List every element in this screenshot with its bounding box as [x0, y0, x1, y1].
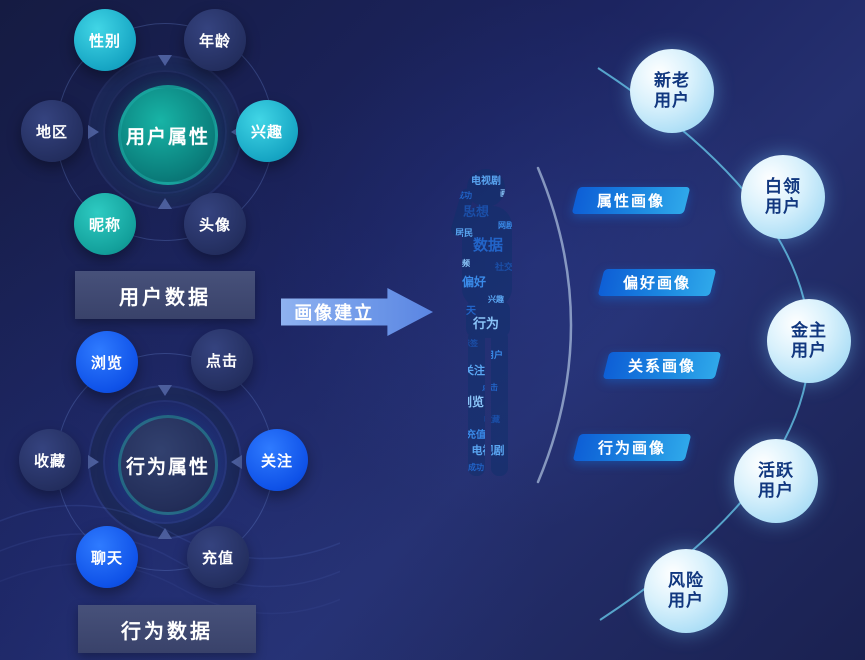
behavior-hub-arrow-west-icon — [88, 455, 99, 469]
user-hub-arrow-north-icon — [158, 55, 172, 66]
svg-text:充值: 充值 — [466, 428, 486, 441]
behavior-hub-arrow-east-icon — [231, 455, 242, 469]
svg-text:画像: 画像 — [500, 188, 517, 198]
user-hub-arrow-west-icon — [88, 125, 99, 139]
tag-relationship-portrait: 关系画像 — [602, 352, 722, 379]
satellite-browse-label: 浏览 — [90, 353, 123, 372]
satellite-follow: 关注 — [246, 429, 308, 491]
satellite-recharge: 充值 — [187, 526, 249, 588]
user-hub-arrow-south-icon — [158, 198, 172, 209]
tag-attribute-portrait-label: 属性画像 — [596, 192, 665, 210]
satellite-recharge-label: 充值 — [201, 548, 234, 567]
segment-paying-users: 金主 用户 — [767, 299, 851, 383]
user-data-caption-label: 用户数据 — [119, 284, 211, 309]
segment-new-old-line1: 新老 — [654, 70, 690, 91]
satellite-region-label: 地区 — [35, 122, 68, 141]
tag-attribute-portrait: 属性画像 — [571, 187, 691, 214]
segment-new-old-users: 新老 用户 — [630, 49, 714, 133]
svg-text:收藏: 收藏 — [484, 414, 500, 424]
tag-relationship-portrait-label: 关系画像 — [627, 357, 696, 375]
satellite-avatar: 头像 — [184, 193, 246, 255]
satellite-nickname: 昵称 — [74, 193, 136, 255]
segment-risk-users: 风险 用户 — [644, 549, 728, 633]
portrait-build-arrow: 画像建立 — [281, 288, 433, 336]
satellite-age: 年龄 — [184, 9, 246, 71]
segment-white-collar-line2: 用户 — [765, 197, 801, 217]
tag-behavior-portrait: 行为画像 — [572, 434, 692, 461]
satellite-interest-label: 兴趣 — [250, 122, 283, 141]
svg-text:兴趣: 兴趣 — [488, 294, 505, 304]
segment-new-old-line2: 用户 — [654, 91, 690, 111]
svg-text:居民: 居民 — [455, 228, 473, 239]
svg-text:电视剧: 电视剧 — [471, 174, 501, 187]
tag-preference-portrait: 偏好画像 — [597, 269, 717, 296]
satellite-region: 地区 — [21, 100, 83, 162]
user-attributes-center: 用户属性 — [118, 85, 218, 185]
satellite-chat-label: 聊天 — [90, 548, 123, 567]
segment-active-users: 活跃 用户 — [734, 439, 818, 523]
satellite-gender: 性别 — [74, 9, 136, 71]
satellite-browse: 浏览 — [76, 331, 138, 393]
behavior-attributes-center-label: 行为属性 — [125, 455, 210, 478]
segment-white-collar-users: 白领 用户 — [741, 155, 825, 239]
svg-text:偏好: 偏好 — [462, 274, 486, 289]
segment-paying-line2: 用户 — [791, 341, 827, 361]
svg-text:社交: 社交 — [494, 261, 513, 273]
svg-text:数据: 数据 — [473, 236, 503, 254]
satellite-chat: 聊天 — [76, 526, 138, 588]
tag-preference-portrait-label: 偏好画像 — [622, 274, 691, 292]
segment-risk-line2: 用户 — [668, 591, 704, 611]
svg-text:成功: 成功 — [468, 462, 484, 472]
svg-text:标签: 标签 — [461, 338, 479, 348]
segment-active-line2: 用户 — [758, 481, 794, 501]
behavior-hub-arrow-north-icon — [158, 385, 172, 396]
satellite-favorite-label: 收藏 — [33, 451, 66, 470]
tag-behavior-portrait-label: 行为画像 — [597, 439, 666, 457]
svg-text:用户: 用户 — [484, 349, 503, 361]
svg-text:成功: 成功 — [456, 190, 472, 200]
user-attributes-center-label: 用户属性 — [125, 125, 210, 148]
segment-active-line1: 活跃 — [758, 460, 794, 481]
svg-text:关注: 关注 — [463, 363, 485, 377]
satellite-avatar-label: 头像 — [198, 215, 231, 234]
svg-text:电视剧: 电视剧 — [472, 443, 505, 457]
satellite-click-label: 点击 — [205, 351, 238, 370]
svg-text:聊天: 聊天 — [456, 304, 477, 317]
behavior-data-caption-label: 行为数据 — [121, 618, 213, 643]
behavior-hub-arrow-south-icon — [158, 528, 172, 539]
svg-text:视频: 视频 — [454, 258, 470, 268]
behavior-attributes-center: 行为属性 — [118, 415, 218, 515]
segment-white-collar-line1: 白领 — [765, 176, 801, 197]
segment-risk-line1: 风险 — [668, 570, 704, 591]
satellite-follow-label: 关注 — [260, 451, 293, 470]
satellite-favorite: 收藏 — [19, 429, 81, 491]
person-arc-bracket — [536, 166, 573, 484]
behavior-data-caption: 行为数据 — [78, 605, 256, 653]
svg-text:浏览: 浏览 — [460, 394, 484, 409]
satellite-gender-label: 性别 — [88, 31, 121, 50]
svg-text:点击: 点击 — [482, 382, 498, 392]
wordcloud-person: 电视剧成功画像思想网剧居民数据视频社交偏好兴趣聊天行为标签用户关注点击浏览收藏充… — [449, 169, 517, 476]
svg-text:行为: 行为 — [472, 316, 499, 332]
satellite-nickname-label: 昵称 — [88, 215, 121, 234]
satellite-age-label: 年龄 — [198, 31, 231, 50]
satellite-interest: 兴趣 — [236, 100, 298, 162]
satellite-click: 点击 — [191, 329, 253, 391]
portrait-build-arrow-label: 画像建立 — [294, 303, 375, 324]
user-data-caption: 用户数据 — [75, 271, 255, 319]
svg-text:思想: 思想 — [463, 204, 489, 220]
segment-paying-line1: 金主 — [791, 320, 827, 341]
svg-text:网剧: 网剧 — [498, 220, 514, 230]
